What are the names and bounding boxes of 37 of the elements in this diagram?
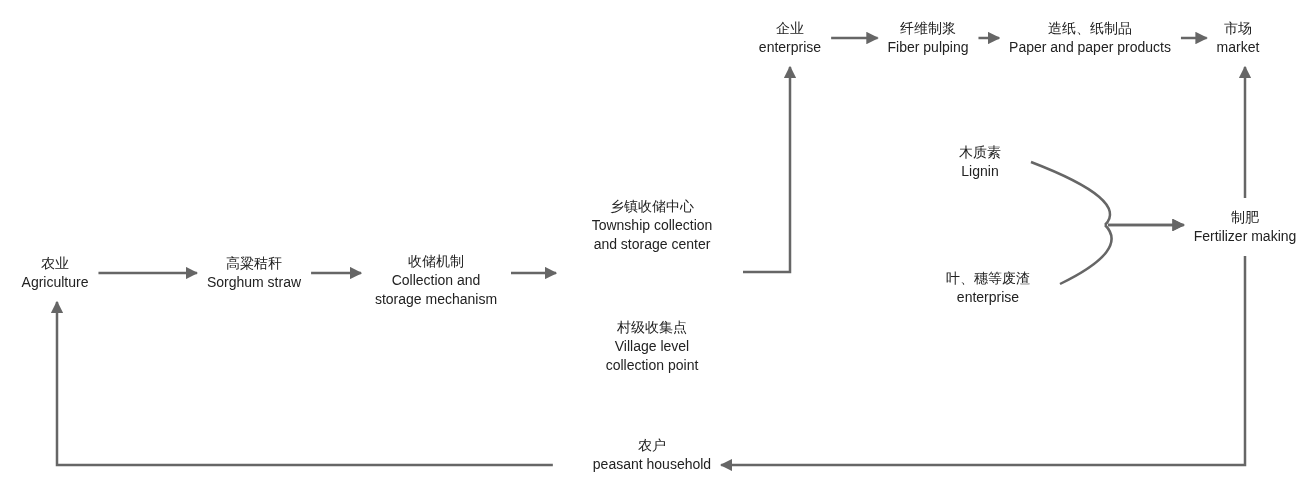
arrow xyxy=(98,266,199,280)
node-title: 乡镇收储中心 xyxy=(609,196,695,216)
node-subtitle: Lignin xyxy=(960,162,1000,181)
node-subtitle: Fertilizer making xyxy=(1193,227,1297,246)
arrow xyxy=(311,266,363,280)
arrow xyxy=(50,300,553,467)
node-subtitle: enterprise xyxy=(758,38,822,57)
node-title: 造纸、纸制品 xyxy=(1047,19,1133,38)
node-subtitle: market xyxy=(1216,38,1260,57)
arrow xyxy=(1058,218,1185,286)
node-subtitle: Sorghum straw xyxy=(206,273,302,292)
node-subtitle: Township collection and storage center xyxy=(590,215,714,254)
node-title: 村级收集点 xyxy=(616,317,688,337)
node-title: 市场 xyxy=(1223,19,1253,38)
arrow xyxy=(1238,65,1252,198)
node-subtitle: peasant household xyxy=(592,455,712,474)
node-subtitle: Collection and storage mechanism xyxy=(373,270,499,309)
node-subtitle: enterprise xyxy=(955,288,1021,307)
node-title: 木质素 xyxy=(959,143,1001,162)
node-title: 纤维制浆 xyxy=(899,19,957,38)
arrow xyxy=(719,256,1247,472)
node-title: 高粱秸秆 xyxy=(225,254,283,273)
node-title: 叶、穗等废渣 xyxy=(946,269,1030,288)
arrow xyxy=(831,31,879,45)
arrow xyxy=(1180,31,1208,45)
node-subtitle: Paper and paper products xyxy=(1009,38,1171,57)
arrow xyxy=(511,266,558,280)
node-title: 企业 xyxy=(775,19,805,38)
node-title: 收储机制 xyxy=(407,251,465,271)
arrow xyxy=(978,31,1001,45)
node-title: 农业 xyxy=(40,254,70,273)
node-subtitle: Village level collection point xyxy=(604,336,700,375)
node-title: 制肥 xyxy=(1230,208,1260,227)
node-subtitle: Fiber pulping xyxy=(887,38,969,57)
node-title: 农户 xyxy=(637,436,667,455)
arrow xyxy=(743,65,797,274)
node-subtitle: Agriculture xyxy=(21,273,89,292)
